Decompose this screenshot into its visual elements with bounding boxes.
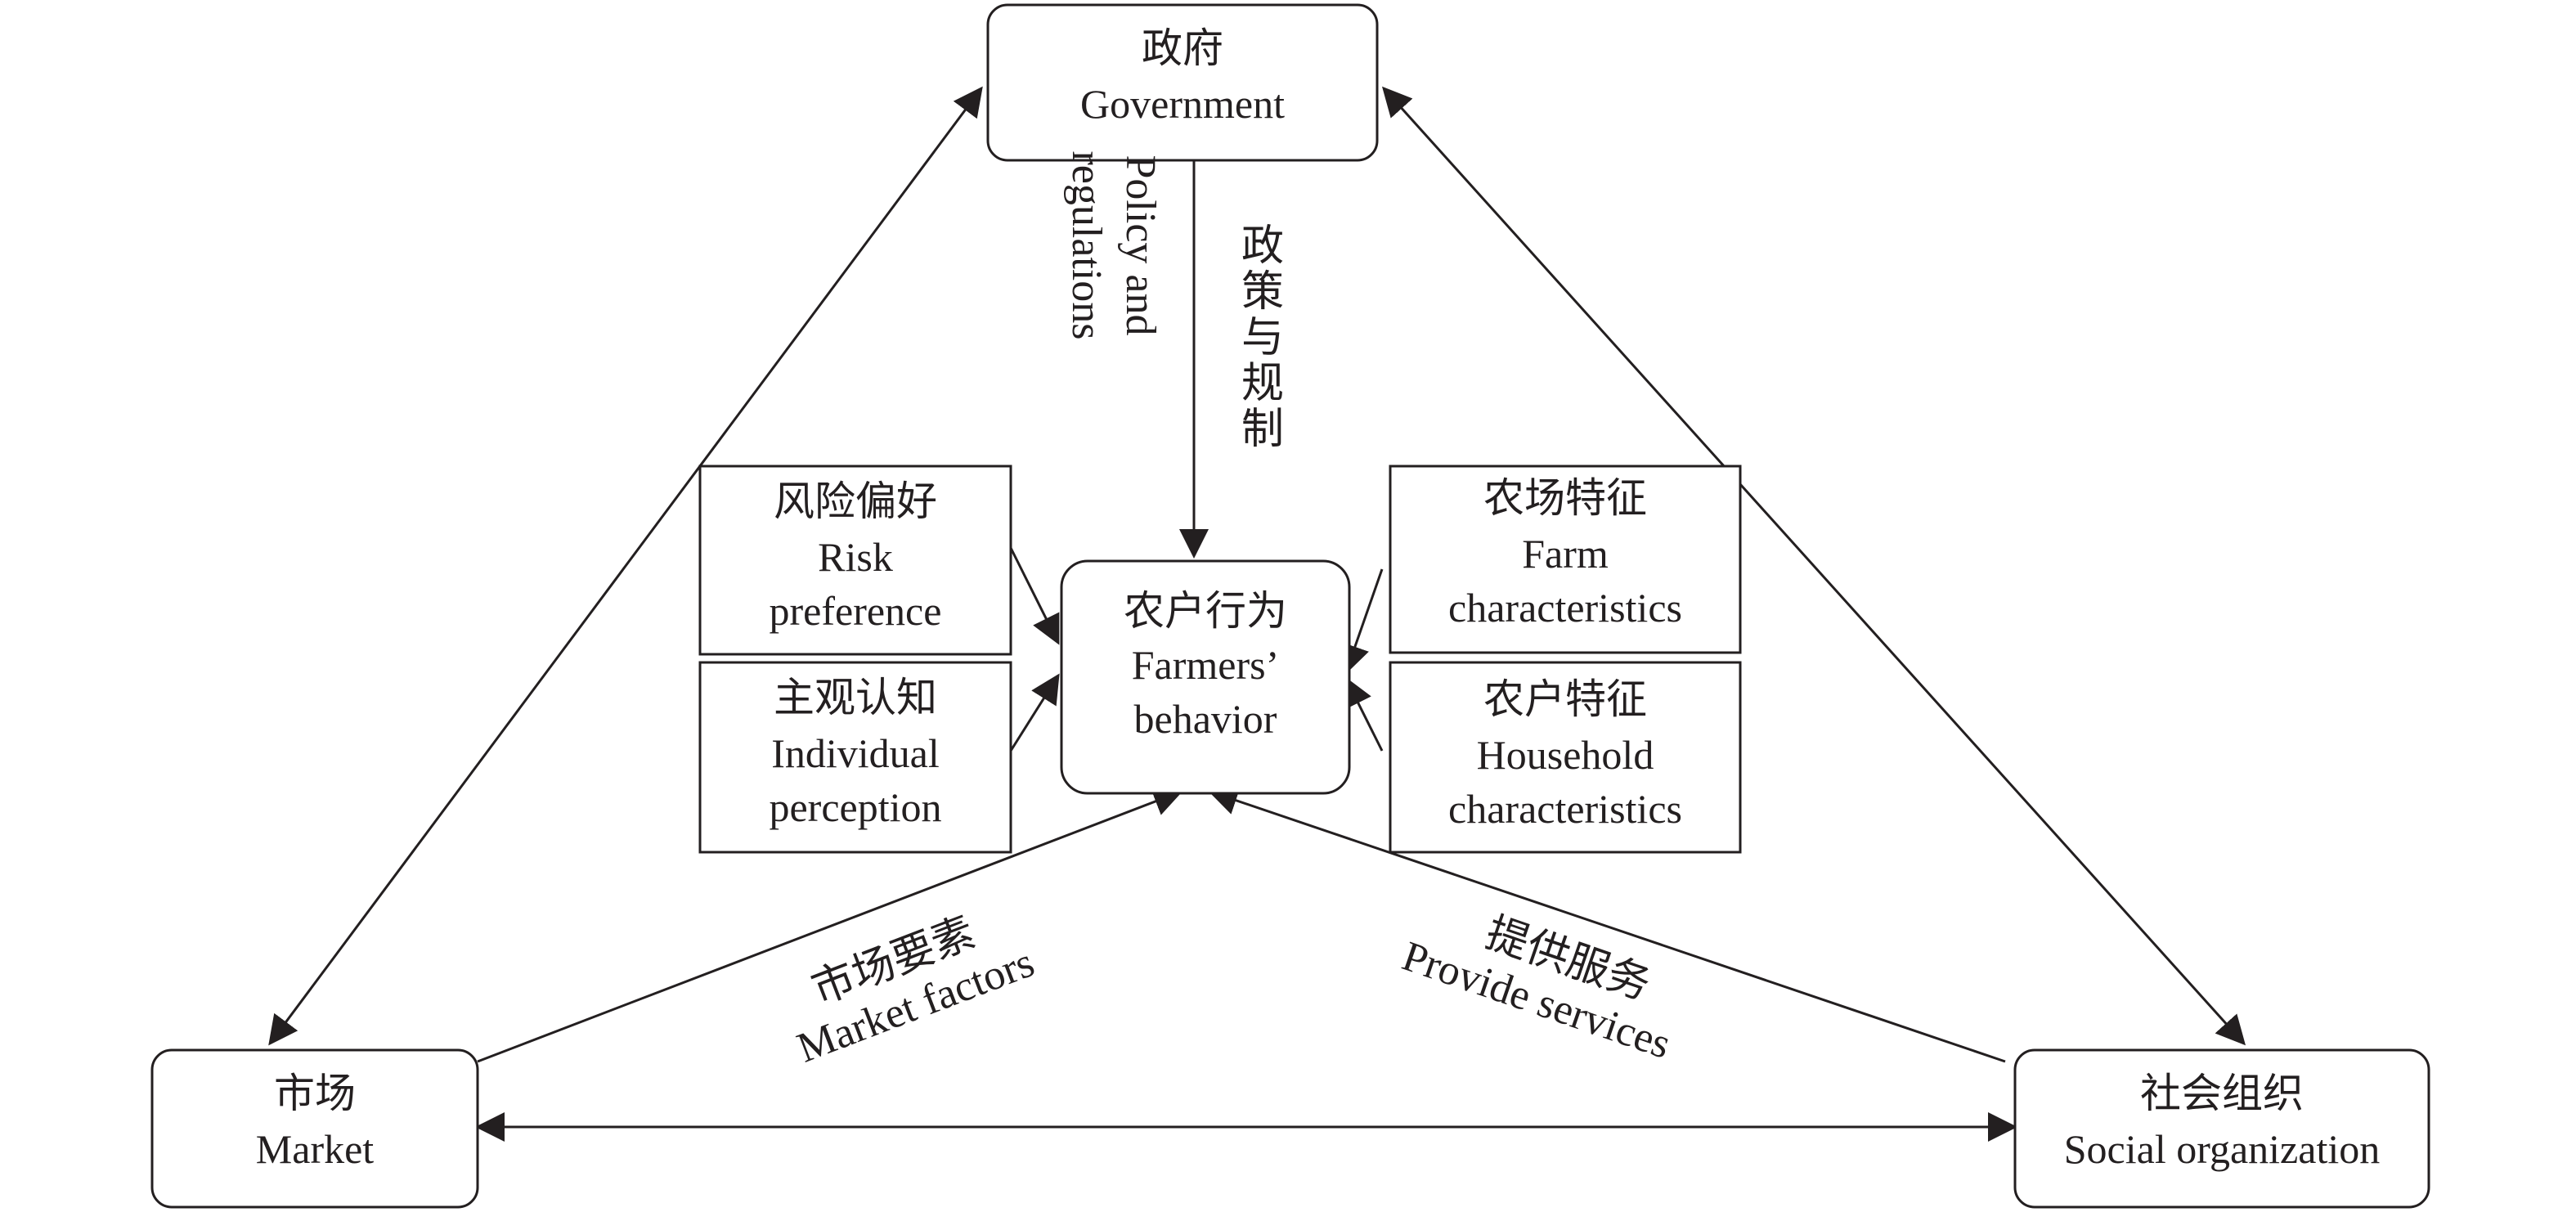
household-zh: 农户特征: [1483, 676, 1647, 722]
farm-en-line1: Farm: [1522, 531, 1609, 577]
edge-farm-farmers: [1340, 568, 1384, 675]
social-en: Social organization: [2064, 1126, 2380, 1172]
edge-perception-farmers: [1009, 673, 1060, 752]
provide-services-label: 提供服务 Provide services: [1397, 909, 1676, 1068]
farmers-en-line2: behavior: [1134, 696, 1277, 742]
perception-en-line2: perception: [769, 784, 941, 830]
node-individual-perception: 主观认知 Individual perception: [698, 661, 1012, 854]
risk-zh: 风险偏好: [774, 478, 937, 524]
node-government: 政府 Government: [986, 3, 1379, 162]
farmers-zh: 农户行为: [1124, 588, 1287, 634]
policy-label-zh: 政策与规制: [1241, 223, 1284, 453]
perception-zh: 主观认知: [774, 675, 937, 720]
farmers-en-line1: Farmers’: [1132, 642, 1280, 688]
market-en: Market: [256, 1126, 374, 1172]
risk-en-line1: Risk: [818, 534, 893, 580]
social-zh: 社会组织: [2140, 1071, 2304, 1116]
node-farm-characteristics: 农场特征 Farm characteristics: [1389, 465, 1742, 654]
government-en: Government: [1080, 81, 1285, 127]
household-en-line1: Household: [1477, 732, 1654, 778]
node-market: 市场 Market: [150, 1048, 479, 1209]
policy-en-line1: Policy and: [1117, 155, 1164, 336]
edge-risk-farmers: [1009, 547, 1060, 645]
policy-en-line2: regulations: [1063, 150, 1110, 339]
policy-label-en: Policy and regulations: [1063, 150, 1164, 339]
household-en-line2: characteristics: [1448, 786, 1682, 832]
edge-government-social: [1381, 86, 2246, 1046]
risk-en-line2: preference: [770, 588, 942, 634]
perception-en-line1: Individual: [771, 730, 940, 776]
edge-household-farmers: [1344, 676, 1384, 752]
market-factors-label: 市场要素 Market factors: [791, 909, 1040, 1072]
government-zh: 政府: [1142, 25, 1223, 71]
edge-government-market: [268, 86, 983, 1046]
farm-zh: 农场特征: [1483, 475, 1647, 521]
edge-social-farmers: [1208, 786, 2006, 1063]
node-household-characteristics: 农户特征 Household characteristics: [1389, 661, 1742, 854]
farm-en-line2: characteristics: [1448, 585, 1682, 631]
edge-market-farmers: [477, 788, 1183, 1063]
node-risk-preference: 风险偏好 Risk preference: [698, 465, 1012, 656]
node-farmers-behavior: 农户行为 Farmers’ behavior: [1060, 559, 1351, 795]
market-zh: 市场: [274, 1071, 356, 1116]
node-social-organization: 社会组织 Social organization: [2013, 1048, 2430, 1209]
